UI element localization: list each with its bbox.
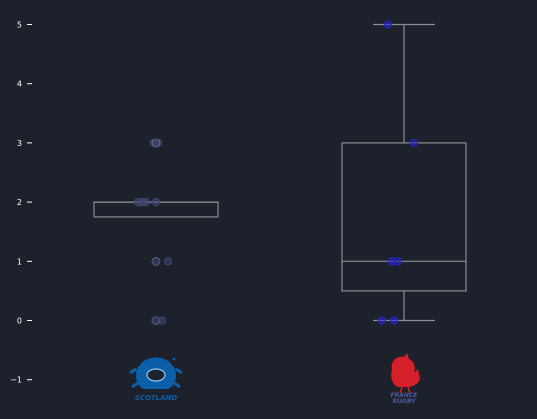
france-logo-text-line1: FRANCE bbox=[391, 392, 419, 399]
data-point bbox=[383, 20, 393, 29]
box-plot-series bbox=[93, 23, 467, 325]
y-axis: −1 0 1 2 3 4 5 bbox=[10, 21, 32, 385]
data-point bbox=[151, 257, 161, 266]
data-point bbox=[377, 316, 387, 325]
data-point bbox=[163, 257, 173, 266]
data-point bbox=[409, 138, 419, 147]
data-points bbox=[133, 20, 419, 325]
data-point bbox=[393, 257, 403, 266]
y-tick-label: 4 bbox=[17, 80, 22, 89]
y-tick-label: 5 bbox=[17, 21, 22, 30]
y-tick-label: 0 bbox=[17, 317, 22, 326]
y-tick-label: 2 bbox=[17, 198, 22, 207]
data-point bbox=[389, 316, 399, 325]
data-point bbox=[141, 198, 151, 207]
box-body bbox=[341, 142, 467, 292]
y-tick-label: 1 bbox=[17, 257, 22, 266]
france-rugby-logo: FRANCE RUGBY bbox=[391, 353, 420, 405]
data-point bbox=[153, 138, 163, 147]
scotland-logo-text: SCOTLAND bbox=[135, 394, 178, 402]
data-point bbox=[151, 198, 161, 207]
france-logo-text-line2: RUGBY bbox=[392, 398, 416, 405]
scotland-rugby-logo: SCOTLAND bbox=[129, 357, 183, 402]
y-tick-label: −1 bbox=[10, 376, 22, 385]
y-tick-label: 3 bbox=[17, 139, 22, 148]
data-point bbox=[157, 316, 167, 325]
